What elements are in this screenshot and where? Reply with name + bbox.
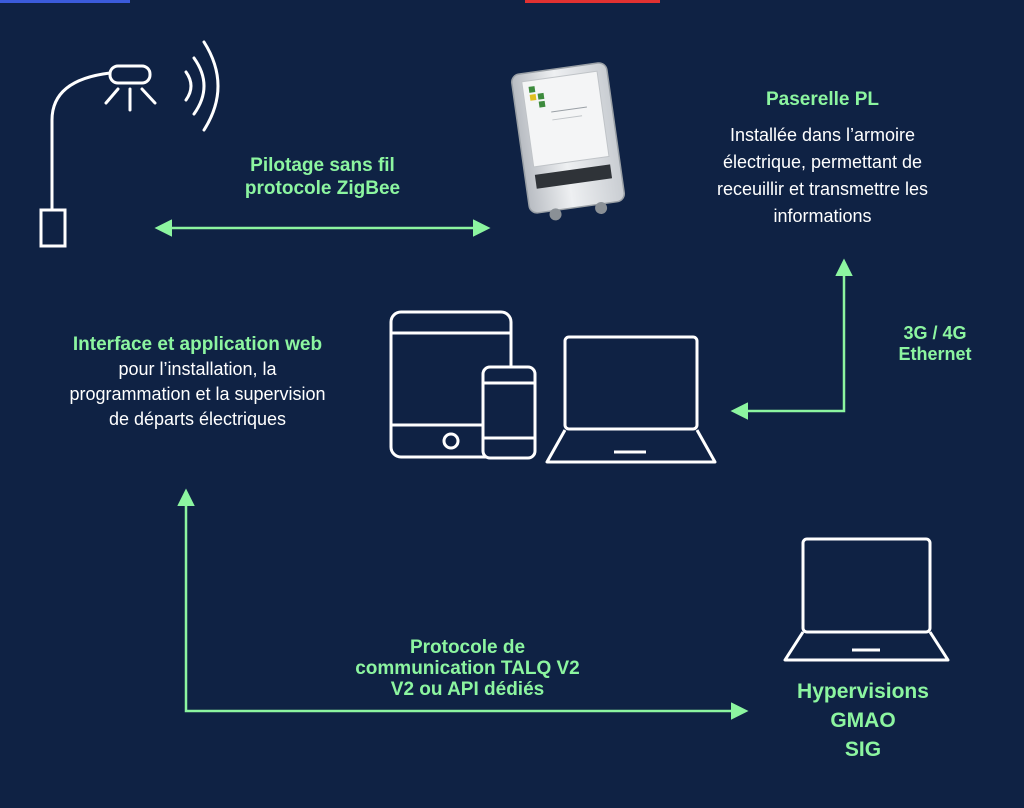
- supervision-label-line3: SIG: [844, 738, 882, 761]
- webapp-desc-2: programmation et la supervision: [69, 384, 326, 404]
- network-arrow: [730, 258, 853, 420]
- gateway-desc-3: receuillir et transmettre les: [716, 178, 929, 199]
- gateway-desc-2: électrique, permettant de: [722, 151, 923, 172]
- protocol-arrow: [177, 488, 749, 720]
- wireless-waves-icon: [184, 40, 220, 132]
- webapp-label: Interface et application web pour l’inst…: [10, 332, 385, 432]
- gateway-desc-1: Installée dans l’armoire: [729, 124, 916, 145]
- top-accent-bar-left: [0, 0, 130, 3]
- zigbee-label-line2: protocole ZigBee: [244, 177, 401, 199]
- webapp-title: Interface et application web: [72, 334, 323, 355]
- smartphone-icon: [481, 365, 537, 460]
- supervision-laptop-icon: [783, 537, 950, 662]
- gateway-label: Paserelle PL Installée dans l’armoire él…: [660, 89, 985, 230]
- laptop-icon: [545, 335, 717, 464]
- top-accent-bar-right: [525, 0, 660, 3]
- gateway-desc-4: informations: [773, 205, 872, 226]
- protocol-label-line2: communication TALQ V2: [355, 658, 580, 679]
- webapp-desc-3: de départs électriques: [108, 409, 287, 429]
- street-light-icon: [39, 64, 157, 248]
- zigbee-label-line1: Pilotage sans fil: [250, 155, 395, 176]
- supervision-label-line1: Hypervisions: [797, 680, 929, 703]
- supervision-label: Hypervisions GMAO SIG: [763, 677, 963, 764]
- supervision-label-line2: GMAO: [830, 709, 896, 732]
- network-label-line2: Ethernet: [898, 344, 972, 364]
- zigbee-label: Pilotage sans fil protocole ZigBee: [180, 155, 465, 201]
- protocol-label: Protocole de communication TALQ V2 V2 ou…: [300, 637, 635, 700]
- protocol-label-line1: Protocole de: [409, 637, 526, 658]
- network-label: 3G / 4G Ethernet: [860, 323, 1010, 365]
- network-label-line1: 3G / 4G: [903, 323, 967, 343]
- gateway-title: Paserelle PL: [765, 89, 880, 110]
- webapp-desc-1: pour l’installation, la: [118, 359, 277, 379]
- gateway-device-icon: [511, 62, 626, 221]
- protocol-label-line3: V2 ou API dédiés: [390, 679, 545, 700]
